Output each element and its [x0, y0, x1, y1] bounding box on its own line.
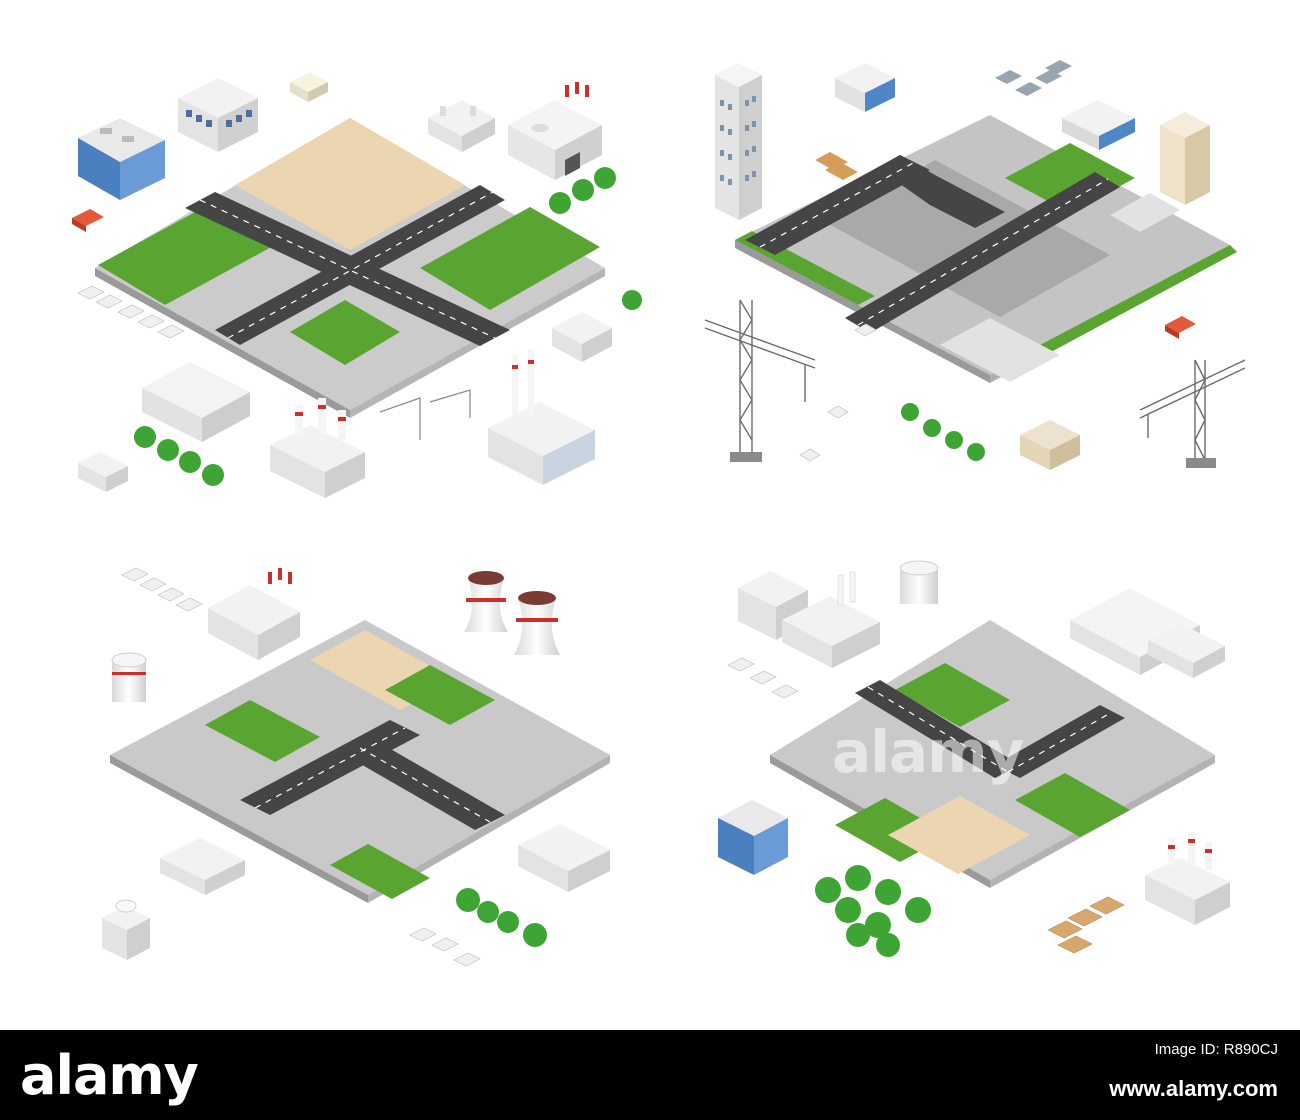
trees-group [549, 167, 642, 310]
block-industrial [110, 620, 610, 903]
block-mixed [770, 620, 1215, 888]
trees-row [901, 403, 985, 461]
site-url: www.alamy.com [1109, 1076, 1278, 1101]
brand-logo: alamy [20, 1044, 199, 1107]
storage-tank [899, 560, 939, 604]
factory-rooftop-units [160, 838, 245, 895]
glass-office-building [718, 800, 788, 875]
tall-residential-tower [715, 63, 762, 220]
trees-row [134, 426, 224, 486]
parked-vans [121, 567, 203, 612]
block-crossroads [95, 118, 605, 418]
domed-hangar [102, 899, 150, 960]
trees-group [456, 888, 547, 947]
white-office-building [178, 78, 258, 152]
glass-office-building [78, 118, 165, 200]
cardboard-boxes [1047, 896, 1125, 954]
crates [799, 323, 877, 462]
factory-small [428, 100, 495, 152]
building-under-construction [1020, 420, 1080, 470]
tall-factory-chimneys [488, 350, 595, 485]
delivery-truck [290, 72, 328, 102]
warehouse-building [508, 82, 602, 180]
cooling-towers [464, 571, 560, 655]
trees-cluster [815, 865, 931, 957]
red-car [1165, 316, 1196, 339]
traffic-light-gate [379, 389, 471, 440]
tower-crane-right [1139, 359, 1246, 468]
factory-building [208, 568, 300, 660]
red-chimney-factory [270, 398, 365, 498]
storage-tank [111, 652, 147, 702]
footer-bar: alamy Image ID: R890CJ www.alamy.com [0, 1030, 1300, 1120]
factory-complex [738, 571, 880, 668]
isometric-city-illustration [72, 60, 1246, 967]
cream-apartment [1160, 112, 1210, 205]
factory-right-small [552, 312, 612, 362]
parked-cars [727, 657, 799, 699]
solar-panels [995, 60, 1072, 96]
block-construction [735, 115, 1237, 383]
tower-crane-left [704, 299, 816, 462]
parked-vans [77, 285, 185, 339]
hangar-small [78, 452, 128, 492]
red-car [72, 209, 104, 232]
parked-cars [409, 927, 481, 967]
red-chimney-factory [1145, 832, 1230, 925]
blue-office-block [835, 63, 895, 112]
factory-rooftop-units [1148, 623, 1225, 678]
lumber-pile [815, 152, 858, 180]
factory-right [518, 824, 610, 892]
flat-warehouse [142, 362, 250, 442]
image-id-label: Image ID: R890CJ [1154, 1041, 1278, 1058]
rooftop-office [1062, 100, 1135, 150]
